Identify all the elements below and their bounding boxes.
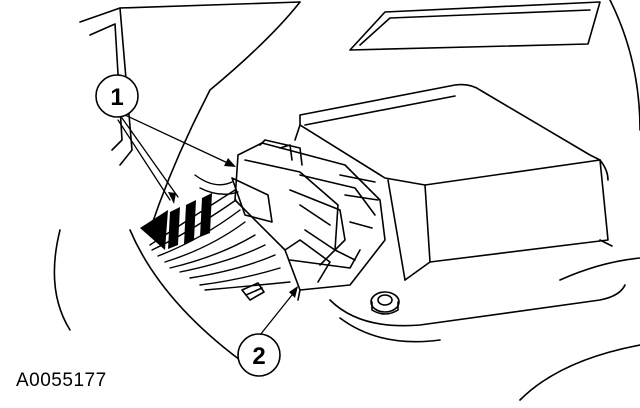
leader-lines [117,114,297,336]
callout-2: 2 [237,333,281,377]
electrical-connector [231,139,386,301]
removal-direction-arrow-icon [140,193,212,250]
callout-1: 1 [95,74,139,118]
bolt-icon [241,282,265,301]
callout-2-number: 2 [252,343,265,370]
vehicle-panel [53,0,640,401]
callout-1-number: 1 [110,84,123,111]
figure-id-label: A0055177 [16,370,107,391]
leader-arrowheads [168,158,298,298]
nut-icon [370,291,400,315]
control-module [294,83,626,343]
